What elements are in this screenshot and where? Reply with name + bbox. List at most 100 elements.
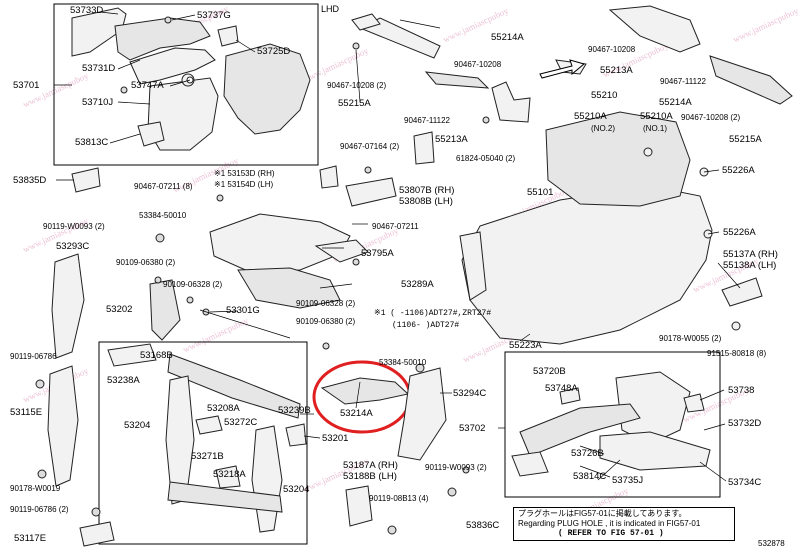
part-label: 90109-06380 (2) [116, 258, 176, 267]
direction-arrow [539, 59, 586, 79]
radiator-support-upper [209, 165, 397, 309]
highlighted-part-53214A [312, 360, 412, 434]
reference-note-line-3: ( REFER TO FIG 57-01 ) [558, 529, 664, 538]
part-label: 53808B (LH) [399, 196, 453, 207]
part-label: 53813C [75, 137, 109, 148]
part-label: 55213A [435, 134, 468, 145]
part-label: 53384-50010 [139, 211, 187, 220]
part-label: 90109-06328 (2) [296, 299, 356, 308]
part-label: 53701 [13, 80, 40, 91]
part-label: 53835D [13, 175, 47, 186]
side-panels-center [345, 367, 447, 527]
part-label: 90178-W0055 (2) [659, 334, 722, 343]
part-label: 90467-07211 [372, 222, 419, 231]
part-label: 53814C [573, 471, 607, 482]
part-label: 53748A [545, 383, 578, 394]
part-label: 55210 [591, 90, 618, 101]
part-label: 53271B [191, 451, 224, 462]
part-label: 53795A [361, 248, 394, 259]
reference-note-line-1: プラグホールはFIG57-01に掲載してあります。 [518, 509, 687, 518]
part-label: 53726B [571, 448, 604, 459]
part-label: (NO.2) [591, 124, 615, 133]
reference-note: プラグホールはFIG57-01に掲載してあります。 Regarding PLUG… [513, 507, 735, 541]
part-label: 55137A (RH) [723, 249, 778, 260]
part-label: 53294C [453, 388, 487, 399]
part-label: 53384-50010 [379, 358, 427, 367]
part-label: 53117E [14, 533, 47, 544]
diagram-code: 532878 [758, 539, 785, 548]
part-label: 90467-07164 (2) [340, 142, 400, 151]
part-label: 53737G [197, 10, 231, 21]
radiator-support-frame [107, 343, 307, 533]
part-label: 53301G [226, 305, 260, 316]
part-label: 90178-W0019 [10, 484, 61, 493]
part-label: 53115E [10, 407, 43, 418]
part-label: 53272C [224, 417, 258, 428]
part-label: 53731D [82, 63, 116, 74]
part-label: 53807B (RH) [399, 185, 455, 196]
part-label: 53168B [140, 350, 173, 361]
fasteners [35, 16, 490, 535]
part-label: 53214A [340, 408, 373, 419]
part-label: 55226A [723, 227, 756, 238]
part-label: ※1 53154D (LH) [214, 180, 274, 189]
footnote-line-2: (1106- )ADT27# [392, 321, 460, 330]
part-label: 55210A [574, 111, 607, 122]
apron-parts-upper-left [71, 7, 311, 151]
part-label: 90109-06380 (2) [296, 317, 356, 326]
part-label: 53201 [322, 433, 349, 444]
left-brackets [47, 167, 181, 547]
part-label: 55214A [491, 32, 524, 43]
part-label: 55213A [600, 65, 633, 76]
lower-right-group-box [504, 351, 721, 498]
part-label: 53710J [82, 97, 114, 108]
reference-note-line-2: Regarding PLUG HOLE , it is indicated in… [518, 519, 701, 528]
dash-panel [459, 111, 763, 345]
part-label: 90467-11122 [660, 77, 706, 86]
part-label: 55138A (LH) [723, 260, 777, 271]
part-label: 53720B [533, 366, 566, 377]
part-label: 53732D [728, 418, 762, 429]
part-label: 55226A [722, 165, 755, 176]
part-label: (NO.1) [643, 124, 667, 133]
part-label: 90467-10208 (2) [327, 81, 387, 90]
part-label: 90467-07211 (8) [134, 182, 193, 191]
part-label: 55223A [509, 340, 542, 351]
part-label: 90467-11122 [404, 116, 450, 125]
part-label: 90467-10208 (2) [681, 113, 741, 122]
part-label: 53204 [283, 484, 310, 495]
part-label: 53208A [207, 403, 240, 414]
part-label: 55215A [338, 98, 371, 109]
part-label: 53202 [106, 304, 133, 315]
part-label: 90119-W0093 (2) [43, 222, 105, 231]
part-label: 53735J [612, 475, 644, 486]
part-label: 53188B (LH) [343, 471, 397, 482]
part-label: 53239B [278, 405, 311, 416]
part-label: 53747A [131, 80, 164, 91]
part-label: 53204 [124, 420, 151, 431]
part-label: 90109-06328 (2) [163, 280, 223, 289]
part-label: 53738 [728, 385, 755, 396]
part-label: 90119-08B13 (4) [369, 494, 429, 503]
part-label: 55101 [527, 187, 554, 198]
variant-label: LHD [321, 4, 340, 14]
leader-lines [54, 11, 741, 482]
part-label: 90119-06786 (2) [10, 505, 69, 514]
part-label: 53187A (RH) [343, 460, 398, 471]
part-label: 90119-W0093 (2) [425, 463, 487, 472]
part-label: 53836C [466, 520, 500, 531]
part-label: 90119-06786 [10, 352, 57, 361]
lower-left-group-box [98, 341, 308, 545]
part-label: 53733D [70, 5, 104, 16]
part-label: 53293C [56, 241, 90, 252]
part-label: 55215A [729, 134, 762, 145]
part-label: 55214A [659, 97, 692, 108]
apron-parts-lower-right [511, 371, 711, 477]
part-label: 91515-80818 (8) [707, 349, 767, 358]
part-label: 90467-10208 [588, 45, 636, 54]
part-label: 53702 [459, 423, 486, 434]
part-label: 53218A [213, 469, 246, 480]
part-label: 61824-05040 (2) [456, 154, 516, 163]
